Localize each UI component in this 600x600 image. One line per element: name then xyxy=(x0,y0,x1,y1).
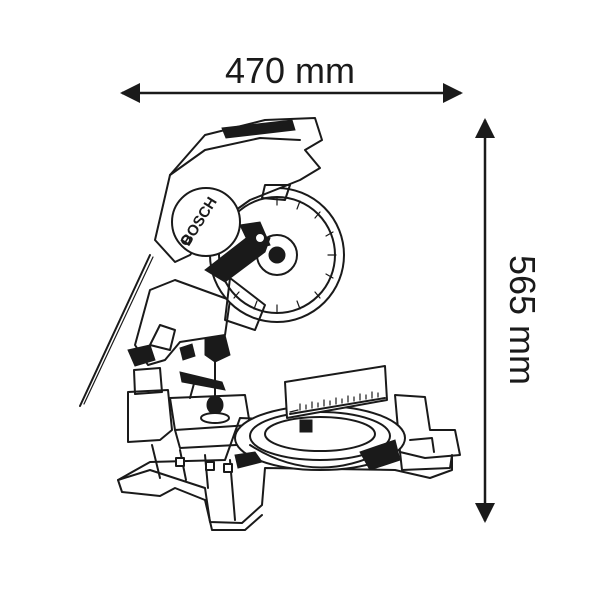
power-cord xyxy=(79,254,151,407)
hold-down-clamp xyxy=(179,334,231,424)
height-dimension: 565 mm xyxy=(475,118,543,523)
swing-arm xyxy=(127,279,231,367)
miter-saw-illustration: BOSCH xyxy=(79,117,461,531)
turntable xyxy=(234,405,406,471)
width-dimension: 470 mm xyxy=(120,50,463,103)
width-dimension-label: 470 mm xyxy=(225,50,355,91)
motor-linkage xyxy=(204,221,271,331)
upper-blade-housing: BOSCH xyxy=(154,117,323,263)
height-dimension-label: 565 mm xyxy=(502,255,543,385)
right-table-extension xyxy=(394,394,461,471)
miter-fence-scale xyxy=(284,365,388,419)
left-table-extension xyxy=(127,367,256,449)
